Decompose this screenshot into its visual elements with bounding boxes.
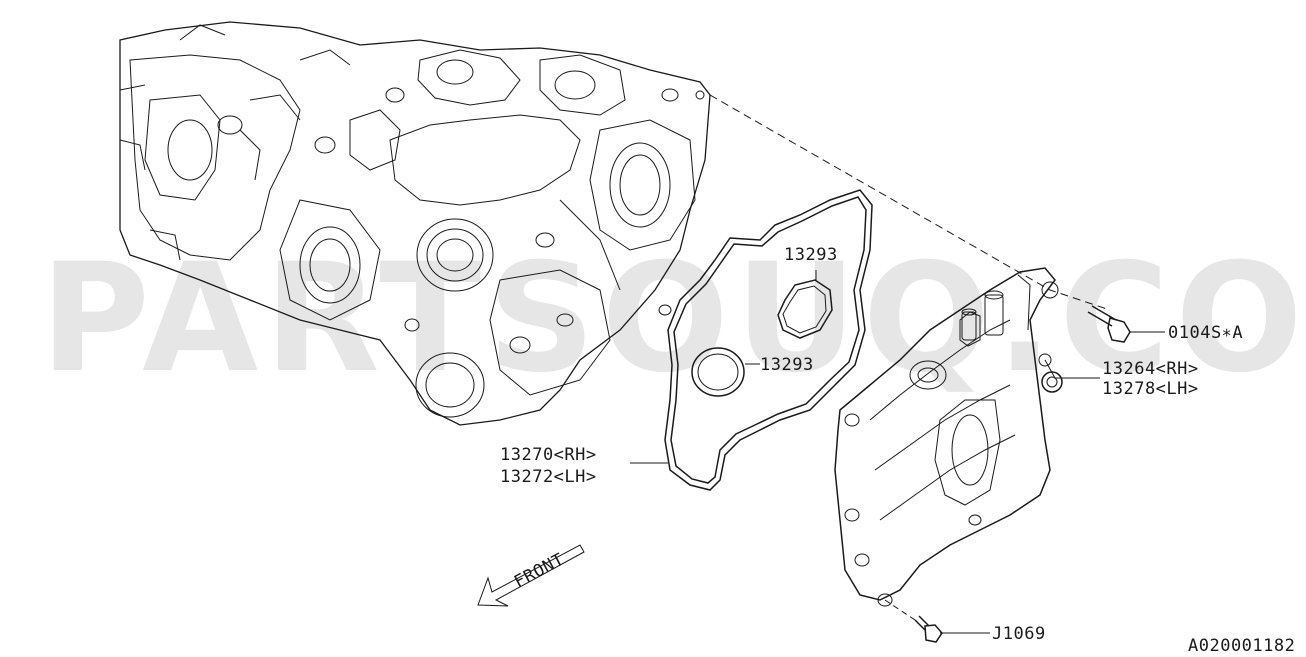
diagram-code: A020001182 <box>1188 636 1295 653</box>
callout-gasket-rh: 13270<RH> <box>500 445 597 465</box>
bolt-top-right <box>1087 305 1131 343</box>
plug-tube-seal-lower <box>691 347 745 397</box>
front-direction-indicator: FRONT <box>477 544 585 607</box>
dashed-guide-line-lower <box>884 599 916 621</box>
callout-washer-lh: 13278<LH> <box>1102 379 1199 399</box>
callout-gasket-lh: 13272<LH> <box>500 467 597 487</box>
leader-lines <box>630 270 1165 634</box>
front-label: FRONT <box>511 550 568 593</box>
valve-cover <box>834 267 1059 607</box>
engine-block <box>119 21 711 426</box>
valve-cover-gasket <box>664 189 873 491</box>
bolt-bottom <box>914 615 943 643</box>
dashed-guide-line <box>709 94 1111 311</box>
callout-washer-rh: 13264<RH> <box>1102 359 1199 379</box>
callout-plug-seal-lower: 13293 <box>760 355 814 375</box>
plug-tube-seal-upper <box>777 279 833 339</box>
callout-bolt-j1069: J1069 <box>992 624 1046 644</box>
callout-plug-seal-upper: 13293 <box>784 245 838 265</box>
callout-bolt-0104sa: 0104S∗A <box>1168 323 1243 343</box>
